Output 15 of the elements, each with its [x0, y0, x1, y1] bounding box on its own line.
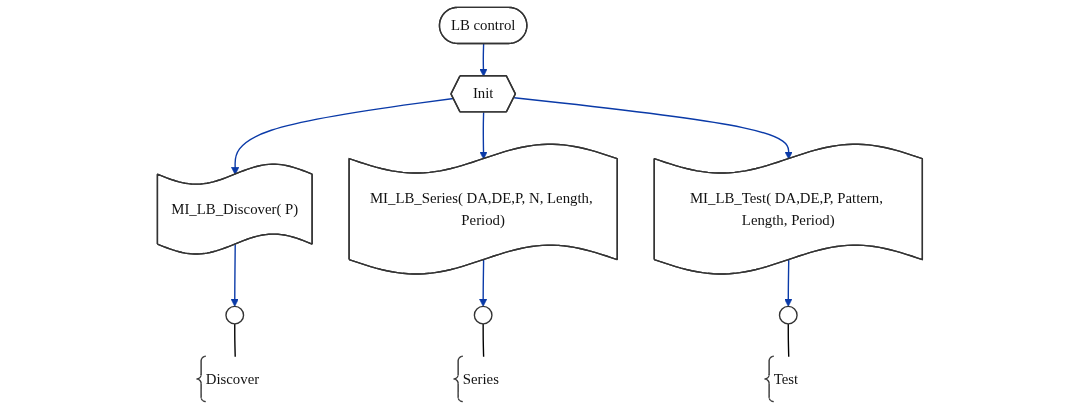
node-text: Test [773, 370, 798, 387]
arrow [230, 243, 239, 307]
node-circle [473, 305, 493, 325]
arrow [478, 43, 488, 77]
node-text: Series [462, 370, 499, 387]
connector [233, 323, 236, 358]
arrow [230, 97, 454, 175]
arrow [478, 259, 487, 307]
arrow [513, 97, 793, 160]
node-circle [778, 305, 798, 325]
node-text: Discover [205, 370, 259, 387]
node-circle [224, 305, 244, 325]
connector [787, 323, 790, 358]
arrow [783, 259, 792, 307]
connector [482, 323, 484, 358]
